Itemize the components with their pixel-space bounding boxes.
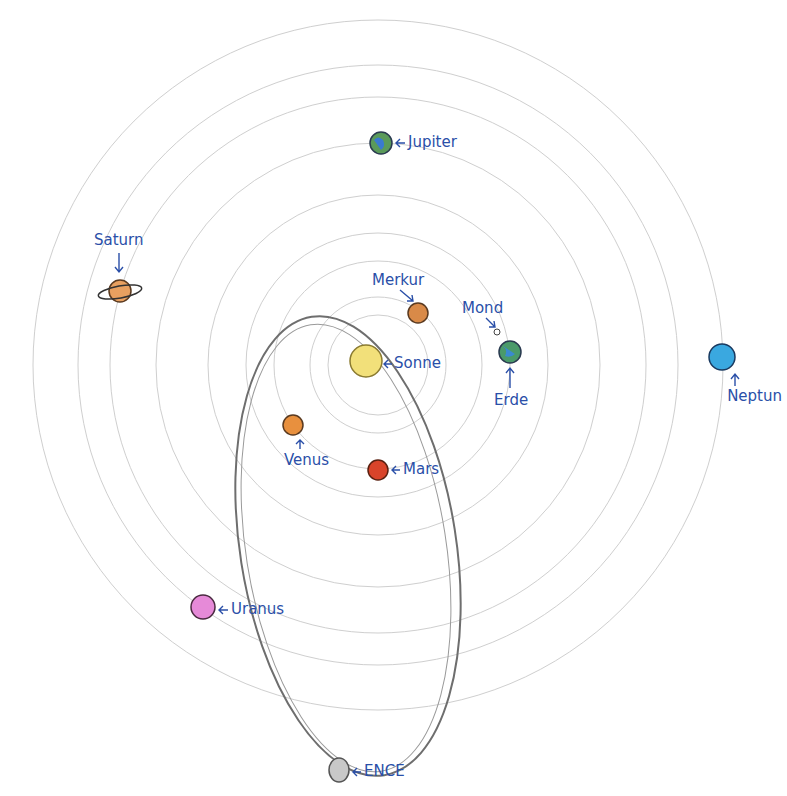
planet-label: ENCE (364, 763, 405, 780)
planet-label: Neptun (727, 388, 782, 405)
planet-label: Uranus (231, 601, 284, 618)
planet-label: Mars (403, 461, 439, 478)
planet-label: Sonne (394, 355, 441, 372)
planet-label: Erde (494, 392, 528, 409)
planet-label: Venus (284, 452, 329, 469)
planet-label: Merkur (372, 272, 424, 289)
planet-label: Saturn (94, 232, 144, 249)
planet-label: Jupiter (408, 134, 457, 151)
planet-label: Mond (462, 300, 503, 317)
